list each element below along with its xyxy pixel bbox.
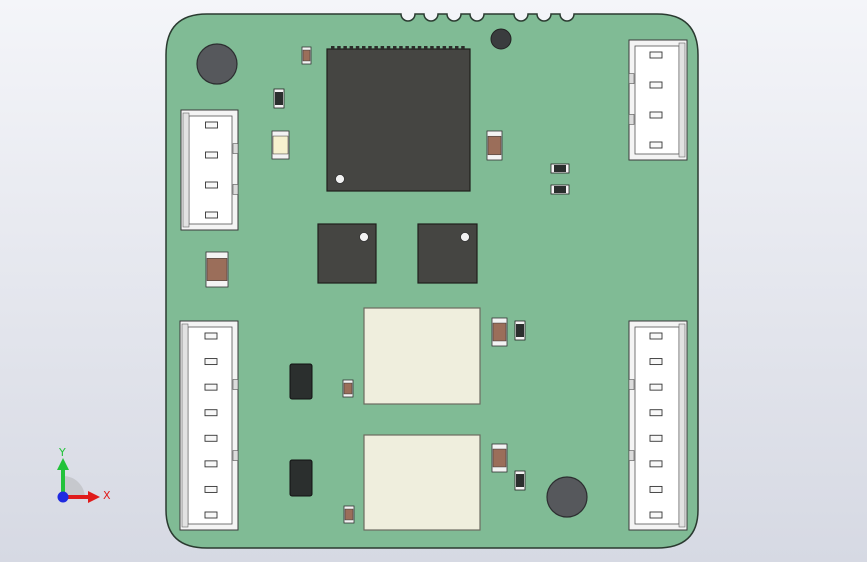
mcu-pin — [393, 46, 397, 50]
connector-pin — [205, 151, 218, 159]
mcu-pin — [455, 46, 459, 50]
x-axis-label: X — [103, 489, 111, 502]
connector-pin — [204, 460, 218, 468]
mounting-hole — [196, 43, 238, 85]
connector-pin — [204, 434, 218, 442]
diode-package — [289, 363, 313, 400]
mcu-pin — [386, 46, 391, 50]
pin-header-connector[interactable] — [628, 320, 688, 531]
connector-pin — [204, 358, 218, 366]
smd-component-group — [205, 46, 570, 524]
triad-arc — [63, 476, 85, 498]
smd-resistor[interactable] — [491, 317, 508, 347]
pin1-marker — [460, 232, 470, 242]
connector-pin — [649, 141, 663, 149]
connector-pin — [204, 485, 218, 493]
mcu-pin — [331, 46, 335, 50]
smd-resistor[interactable] — [491, 443, 508, 473]
pin-header-connector[interactable] — [179, 320, 239, 531]
connector-pin — [204, 409, 218, 417]
connector-pin — [649, 434, 663, 442]
mounting-hole — [546, 476, 588, 518]
y-axis-label: Y — [58, 446, 66, 459]
pin-header-connector[interactable] — [628, 39, 688, 161]
mcu-pin — [442, 46, 447, 50]
connector-pin — [205, 181, 218, 189]
smd-diode[interactable] — [550, 184, 570, 195]
connector-pin — [649, 111, 663, 119]
diode-package — [289, 459, 313, 497]
connector-pin — [205, 121, 218, 129]
coordinate-triad: Y X — [57, 446, 111, 503]
mcu-pin — [343, 46, 347, 50]
smd-resistor[interactable] — [343, 505, 355, 524]
mcu-pin — [448, 46, 453, 50]
mcu-pin — [368, 46, 372, 50]
mcu-pin — [362, 46, 366, 50]
mcu-pin-row — [331, 46, 465, 50]
smd-diode[interactable] — [550, 163, 570, 174]
mcu-chip[interactable] — [326, 46, 471, 192]
smd-capacitor[interactable] — [271, 130, 290, 160]
mcu-pin — [399, 46, 403, 50]
mcu-pin — [405, 46, 409, 50]
driver-ic-right[interactable] — [417, 223, 478, 284]
pin1-marker — [359, 232, 369, 242]
mcu-pin — [355, 46, 360, 50]
smd-resistor[interactable] — [301, 46, 312, 65]
connector-pin — [649, 460, 663, 468]
connector-pin — [649, 358, 663, 366]
pin1-marker — [335, 174, 345, 184]
mcu-pin — [411, 46, 416, 50]
smd-resistor[interactable] — [342, 379, 354, 398]
smd-diode[interactable] — [514, 470, 526, 491]
via-hole — [490, 28, 512, 50]
connector-pin — [649, 511, 663, 519]
smd-resistor[interactable] — [205, 251, 229, 288]
x-axis-arrowhead — [88, 491, 100, 503]
mcu-pin — [430, 46, 434, 50]
mcu-pin — [436, 46, 440, 50]
connector-pin — [204, 383, 218, 391]
connector-pin — [204, 332, 218, 340]
mcu-pin — [374, 46, 378, 50]
connector-pin — [649, 51, 663, 59]
connector-group — [179, 39, 688, 531]
pin-header-connector[interactable] — [180, 109, 239, 231]
smd-diode[interactable] — [514, 320, 526, 341]
inductor-bottom[interactable] — [363, 434, 481, 531]
smd-diode[interactable] — [273, 88, 285, 109]
mcu-pin — [424, 46, 428, 50]
mcu-pin — [380, 46, 385, 50]
connector-pin — [649, 81, 663, 89]
y-axis-arrowhead — [57, 458, 69, 470]
inductor-top[interactable] — [363, 307, 481, 405]
connector-pin — [204, 511, 218, 519]
connector-pin — [205, 211, 218, 219]
driver-ic-left[interactable] — [317, 223, 377, 284]
connector-pin — [649, 332, 663, 340]
connector-pin — [649, 383, 663, 391]
mcu-pin — [461, 46, 465, 50]
connector-pin — [649, 409, 663, 417]
triad-origin — [57, 491, 69, 503]
mcu-pin — [417, 46, 422, 50]
connector-pin — [649, 485, 663, 493]
mcu-pin — [337, 46, 341, 50]
mcu-pin — [349, 46, 354, 50]
smd-resistor[interactable] — [486, 130, 503, 161]
